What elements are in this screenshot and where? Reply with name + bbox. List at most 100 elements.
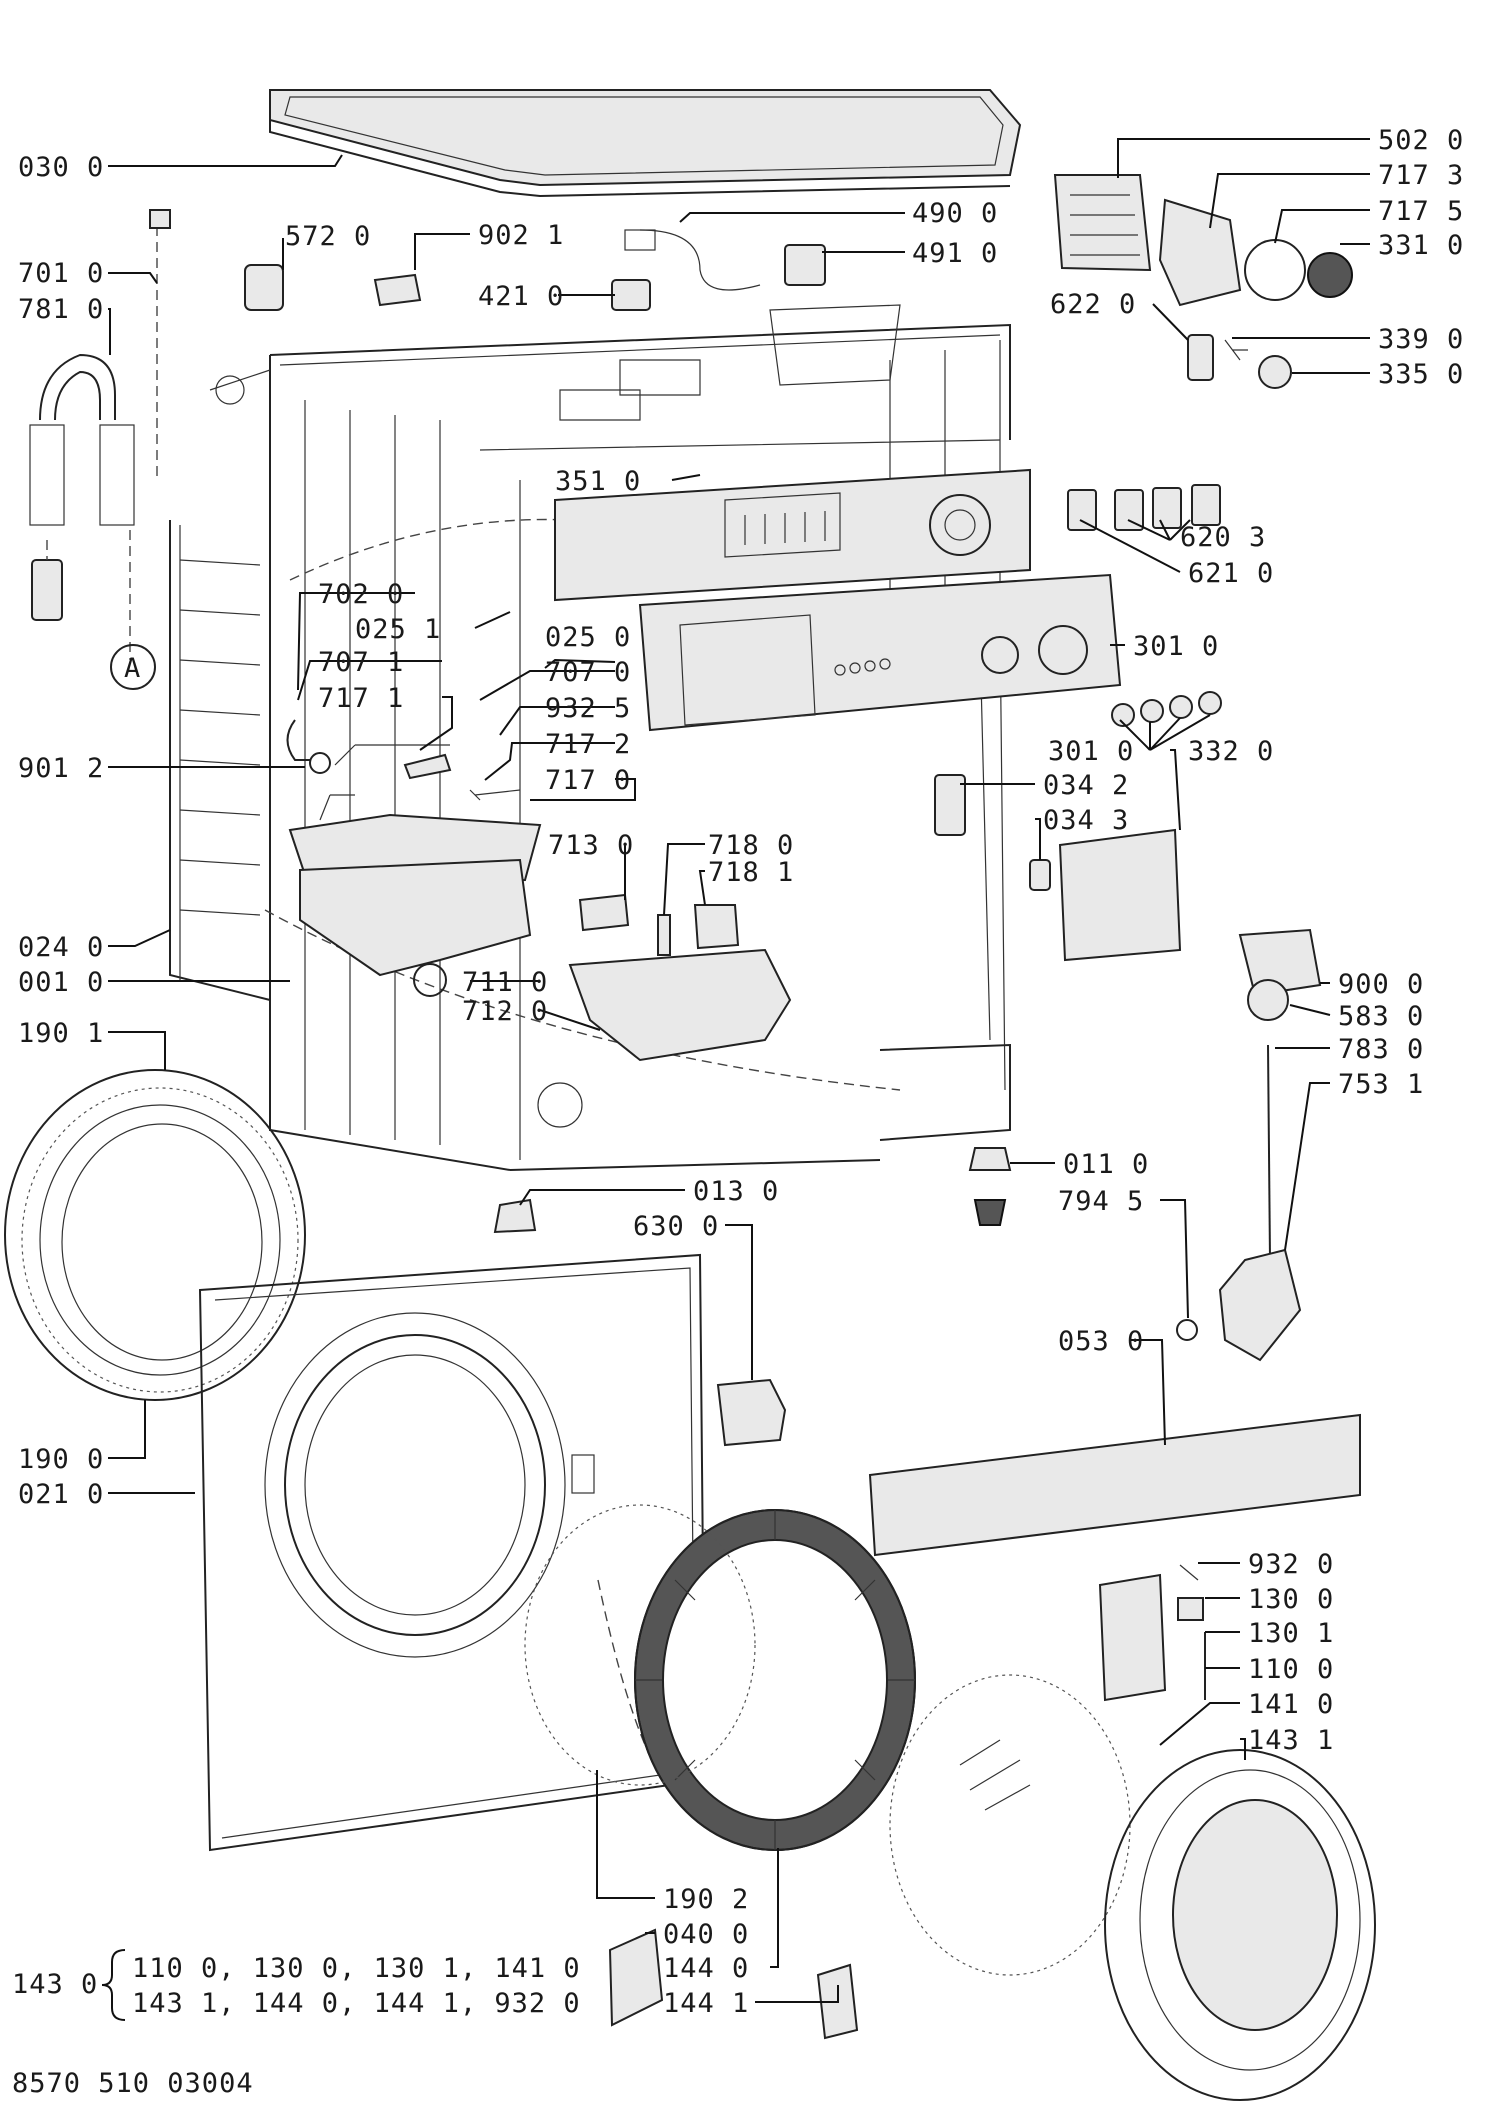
callout-label: 301 0 <box>1048 736 1134 767</box>
callout-label: 144 0 <box>663 1953 749 1984</box>
pressure-switch <box>1238 928 1322 997</box>
adjustable-foot <box>968 1147 1012 1171</box>
kickplate <box>868 1413 1361 1557</box>
callout-label: 034 2 <box>1043 770 1129 801</box>
siphon-cap <box>578 893 630 932</box>
inlet-valve <box>244 264 284 311</box>
knob-dial-plate <box>1244 239 1306 301</box>
front-panel-opening <box>284 1334 546 1636</box>
wiring-loom <box>639 229 761 291</box>
callout-label: 053 0 <box>1058 1326 1144 1357</box>
callout-label: 013 0 <box>693 1176 779 1207</box>
callout-label: 351 0 <box>555 466 641 497</box>
temp-knob <box>1258 355 1292 389</box>
callout-label: 794 5 <box>1058 1186 1144 1217</box>
timer-unit <box>1158 198 1242 307</box>
callout-labels: 030 0 572 0 902 1 490 0 491 0 421 0 502 … <box>12 125 1464 2099</box>
callout-label: 900 0 <box>1338 969 1424 1000</box>
door-hinge <box>608 1928 664 2027</box>
callout-label: 190 2 <box>663 1884 749 1915</box>
door-lock-switch <box>611 279 651 311</box>
callout-label: 301 0 <box>1133 631 1219 662</box>
callout-label: 024 0 <box>18 932 104 963</box>
callout-label: 141 0 <box>1248 1689 1334 1720</box>
kit-line-1: 110 0, 130 0, 130 1, 141 0 <box>132 1953 581 1984</box>
callout-label: 702 0 <box>318 579 404 610</box>
callout-label: 021 0 <box>18 1479 104 1510</box>
callout-label: 190 0 <box>18 1444 104 1475</box>
softener-cup <box>693 904 740 950</box>
callout-label: 712 0 <box>462 996 548 1027</box>
door-glass-dotted <box>524 1504 756 1786</box>
callout-label: 707 1 <box>318 647 404 678</box>
door-glass <box>889 1674 1131 1976</box>
callout-label: 630 0 <box>633 1211 719 1242</box>
hose-clamp <box>934 774 966 836</box>
callout-label: 701 0 <box>18 258 104 289</box>
inlet-hose <box>39 353 116 421</box>
callout-label: 901 2 <box>18 753 104 784</box>
callout-label: 932 5 <box>545 693 631 724</box>
callout-label: 718 0 <box>708 830 794 861</box>
callout-label: 190 1 <box>18 1018 104 1049</box>
air-trap <box>1218 1248 1302 1362</box>
callout-label: 717 0 <box>545 765 631 796</box>
callout-label: 902 1 <box>478 220 564 251</box>
callout-label: 001 0 <box>18 967 104 998</box>
callout-label: 717 3 <box>1378 160 1464 191</box>
wire-connector <box>784 244 826 286</box>
callout-label: 753 1 <box>1338 1069 1424 1100</box>
callout-label: 707 0 <box>545 657 631 688</box>
front-panel <box>198 1253 707 1852</box>
callout-label: 622 0 <box>1050 289 1136 320</box>
kit-line-2: 143 1, 144 0, 144 1, 932 0 <box>132 1988 581 2019</box>
callout-label: 783 0 <box>1338 1034 1424 1065</box>
callout-label: 781 0 <box>18 294 104 325</box>
dispenser-drawer <box>568 948 792 1062</box>
interference-filter <box>373 273 422 307</box>
callout-label: 335 0 <box>1378 359 1464 390</box>
callout-label: 331 0 <box>1378 230 1464 261</box>
control-fascia <box>638 573 1122 732</box>
callout-label: 143 1 <box>1248 1725 1334 1756</box>
dispenser-hose-connector <box>413 963 447 997</box>
timer-bracket <box>1053 174 1152 272</box>
callout-label: 025 1 <box>355 614 441 645</box>
kit-brace <box>101 1949 126 2021</box>
callout-label: 011 0 <box>1063 1149 1149 1180</box>
kit-code: 143 0 <box>12 1969 98 2000</box>
pressure-tube <box>1267 1044 1271 1261</box>
door-interlock <box>716 1378 787 1447</box>
callout-label: 040 0 <box>663 1919 749 1950</box>
callout-label: 339 0 <box>1378 324 1464 355</box>
callout-label: A <box>124 653 141 684</box>
callout-label: 621 0 <box>1188 558 1274 589</box>
part-drawings <box>4 89 1376 2101</box>
callout-label: 502 0 <box>1378 125 1464 156</box>
top-lid <box>269 89 1022 187</box>
callout-label: 711 0 <box>462 967 548 998</box>
callout-label: 491 0 <box>912 238 998 269</box>
dispenser-housing <box>299 858 532 977</box>
callout-label: 110 0 <box>1248 1654 1334 1685</box>
callout-label: 034 3 <box>1043 805 1129 836</box>
hose-spring <box>29 424 65 526</box>
callout-label: 130 0 <box>1248 1584 1334 1615</box>
callout-label: 717 5 <box>1378 196 1464 227</box>
callout-label: 490 0 <box>912 198 998 229</box>
o-ring <box>1176 1319 1198 1341</box>
drawing-code: 8570 510 03004 <box>12 2068 254 2099</box>
callout-label: 332 0 <box>1188 736 1274 767</box>
callout-label: 717 1 <box>318 683 404 714</box>
detail-marker-circle <box>110 644 156 690</box>
door-seal <box>4 1069 306 1401</box>
callout-label: 713 0 <box>548 830 634 861</box>
callout-label: 025 0 <box>545 622 631 653</box>
fixed-foot <box>493 1198 537 1234</box>
callout-label: 144 1 <box>663 1988 749 2019</box>
button-caps <box>1111 703 1135 727</box>
control-board-housing <box>554 468 1031 602</box>
callout-label: 130 1 <box>1248 1618 1334 1649</box>
callout-label: 583 0 <box>1338 1001 1424 1032</box>
leader-lines <box>108 138 1370 2003</box>
